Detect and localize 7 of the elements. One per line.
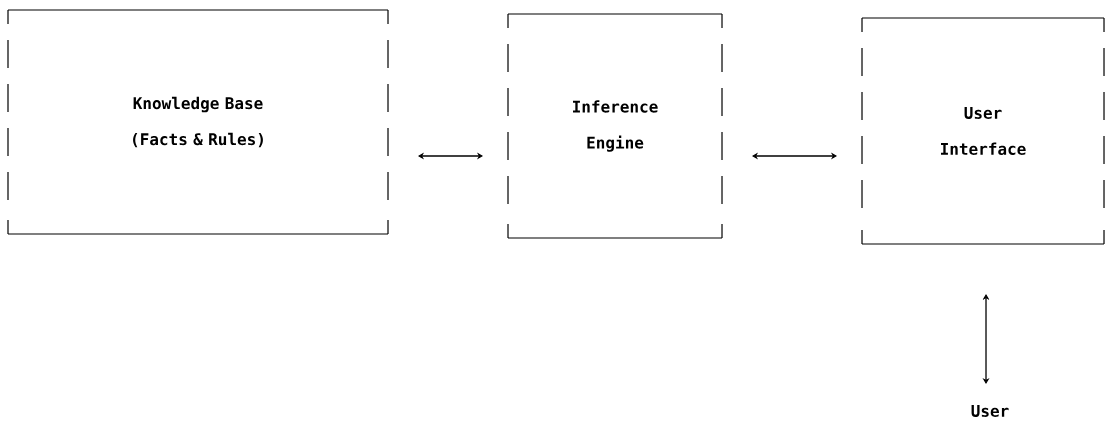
text-label: User [971,405,1009,417]
process-box: Inference Engine [507,13,723,239]
arrow [752,152,837,160]
process-box: Knowledge Base (Facts & Rules) [7,9,389,235]
arrow [982,294,990,384]
arrow [418,152,483,160]
process-box: User Interface [861,17,1105,245]
